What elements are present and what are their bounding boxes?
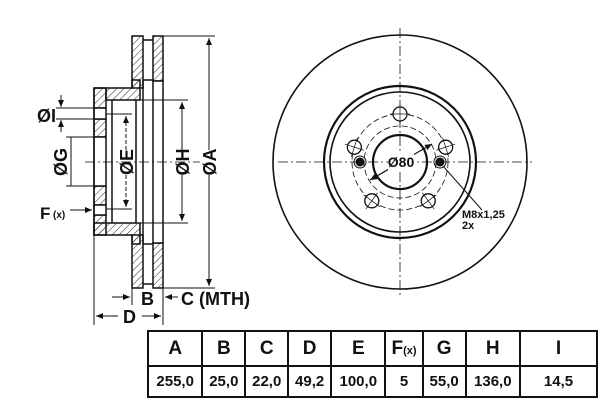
center-bore-label: Ø80 [388,154,415,170]
value-I: 14,5 [519,365,598,398]
header-B: B [201,330,247,367]
bolt-hole-crosshair [442,137,450,157]
label-dim-E: ØE [117,149,137,175]
label-dim-F: F [40,204,50,223]
header-G: G [421,330,467,367]
label-dim-G: ØG [51,148,71,176]
header-C: C [244,330,290,367]
table-header-row: A B C D E F(x) G H I [146,330,598,367]
header-H: H [464,330,522,367]
label-dim-F-sub: (x) [53,210,65,221]
label-dim-A: ØA [200,148,220,175]
bolt-hole-crosshair [350,137,358,157]
label-dim-B: B [141,289,154,309]
dimension-labels: ØI ØG ØE ØH ØA F (x) B C (MTH) D [37,106,250,327]
bolt-hole-crosshair [363,194,381,207]
disc-outer-circle [272,34,528,290]
value-H: 136,0 [464,365,522,398]
thread-hole-icon [435,157,445,167]
thread-count-label: 2x [462,220,475,232]
thread-label: M8x1,25 [462,209,505,221]
value-C: 22,0 [244,365,290,398]
header-F-letter: F [391,337,404,359]
header-I: I [519,330,598,367]
thread-hole-icon [355,157,365,167]
value-F: 5 [384,365,424,398]
label-dim-C: C (MTH) [181,289,250,309]
value-A: 255,0 [146,365,204,398]
label-dim-I: ØI [37,106,56,126]
header-A: A [146,330,204,367]
center-bore [371,133,429,191]
header-E: E [330,330,387,367]
dimensions-table: A B C D E F(x) G H I 255,0 25,0 22,0 49,… [146,330,598,398]
dimension-lines [56,35,215,325]
label-dim-H: ØH [173,149,193,176]
brake-disc-drawing: ØI ØG ØE ØH ØA F (x) B C (MTH) D Ø80 M8x… [37,28,532,327]
value-B: 25,0 [201,365,247,398]
value-E: 100,0 [330,365,387,398]
value-D: 49,2 [287,365,333,398]
label-dim-D: D [123,307,136,327]
value-G: 55,0 [421,365,467,398]
header-D: D [287,330,333,367]
side-section-view [85,35,200,289]
header-F-sub: (x) [403,344,417,357]
bolt-hole-crosshair [419,194,437,207]
table-row: 255,0 25,0 22,0 49,2 100,0 5 55,0 136,0 … [146,365,598,398]
header-F: F(x) [384,330,424,367]
